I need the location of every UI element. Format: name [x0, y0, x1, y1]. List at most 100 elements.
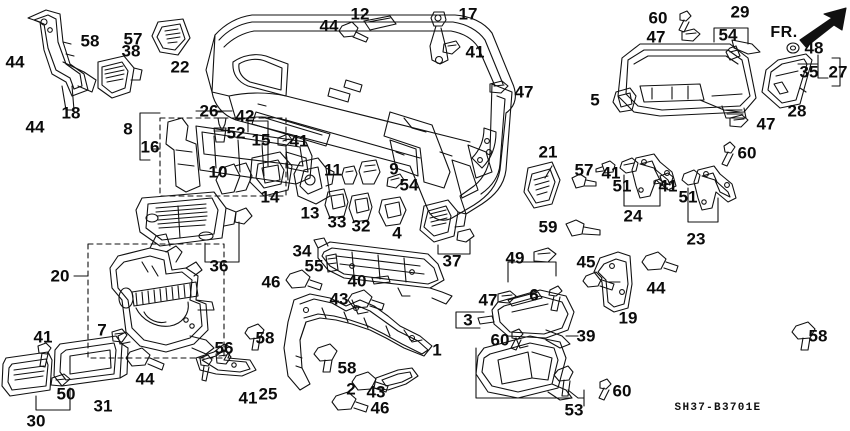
callout-number-10: 10: [208, 162, 228, 182]
part-24-bracket: [631, 153, 677, 199]
part-34-beam: [313, 237, 453, 305]
part-14-bracket: [249, 151, 293, 197]
callout-number-32: 32: [351, 216, 371, 236]
callout-number-43: 43: [366, 382, 386, 402]
callout-number-9: 9: [389, 159, 399, 179]
part-20-heater-unit: [109, 233, 215, 355]
part-57-bolt-a: [571, 173, 597, 189]
callout-number-26: 26: [199, 101, 219, 121]
diagram-code: SH37-B3701E: [674, 402, 762, 414]
part-51-nut-a: [619, 157, 639, 174]
part-58-bolt-b: [313, 343, 338, 373]
part-47-clip-c: [489, 80, 509, 94]
callout-number-37: 37: [442, 251, 462, 271]
part-60-bolt-c: [510, 328, 524, 351]
callout-number-58: 58: [808, 326, 828, 346]
part-60-bolt-a: [721, 141, 736, 167]
callout-number-58: 58: [80, 31, 100, 51]
part-23-bracket: [693, 165, 737, 211]
part-58-bolt-c: [791, 321, 816, 351]
part-19-bracket: [593, 251, 633, 313]
callout-number-16: 16: [140, 137, 160, 157]
callout-number-60: 60: [612, 381, 632, 401]
callout-number-29: 29: [730, 2, 750, 22]
callout-number-58: 58: [337, 358, 357, 378]
callout-number-5: 5: [590, 90, 600, 110]
callout-number-58: 58: [255, 328, 275, 348]
fr-direction-arrow: [799, 7, 847, 48]
part-38-vent-nozzle: [97, 55, 143, 99]
callout-number-18: 18: [61, 103, 81, 123]
callout-number-56: 56: [214, 338, 234, 358]
part-11-switch: [341, 165, 358, 185]
callout-number-17: 17: [458, 4, 478, 24]
callout-number-52: 52: [226, 123, 246, 143]
callout-number-3: 3: [463, 310, 473, 330]
callout-number-50: 50: [56, 384, 76, 404]
part-18-bracket: [27, 9, 97, 111]
callout-number-15: 15: [251, 130, 271, 150]
callout-number-33: 33: [327, 212, 347, 232]
callout-number-43: 43: [329, 289, 349, 309]
part-48-grommet: [786, 42, 800, 54]
part-54-bracket: [725, 39, 761, 61]
part-53-bolt: [553, 365, 574, 397]
part-46-bolt-b: [331, 391, 369, 413]
part-16-duct-assembly: [165, 117, 313, 195]
callout-number-25: 25: [258, 384, 278, 404]
callout-number-48: 48: [804, 38, 824, 58]
callout-number-20: 20: [50, 266, 70, 286]
callout-number-47: 47: [756, 114, 776, 134]
callout-number-41: 41: [465, 42, 485, 62]
part-60-bolt-d: [598, 378, 612, 401]
callout-number-41: 41: [658, 176, 678, 196]
callout-number-36: 36: [209, 256, 229, 276]
callout-number-47: 47: [646, 27, 666, 47]
part-47-clip-d: [497, 290, 517, 304]
callout-number-28: 28: [787, 101, 807, 121]
part-47-clip-b: [729, 114, 749, 128]
part-3-pin: [477, 315, 495, 325]
part-44-bolt-c: [641, 251, 679, 273]
callout-number-44: 44: [319, 16, 339, 36]
part-60-bolt-b: [678, 10, 692, 33]
callout-number-27: 27: [828, 62, 848, 82]
part-44-bolt-a: [338, 21, 369, 43]
part-13-switch-body: [293, 157, 335, 205]
part-39-glovebox-tray: [475, 335, 573, 401]
callout-number-40: 40: [347, 271, 367, 291]
callout-number-54: 54: [399, 175, 419, 195]
callout-number-1: 1: [432, 340, 442, 360]
callout-number-23: 23: [686, 229, 706, 249]
callout-number-47: 47: [478, 290, 498, 310]
callout-number-7: 7: [97, 320, 107, 340]
callout-number-8: 8: [123, 119, 133, 139]
callout-number-46: 46: [261, 272, 281, 292]
callout-number-53: 53: [564, 400, 584, 420]
part-54-clip-a: [386, 173, 405, 189]
callout-number-24: 24: [623, 206, 643, 226]
part-45-bolt: [582, 271, 615, 291]
callout-number-35: 35: [799, 62, 819, 82]
callout-number-34: 34: [292, 241, 312, 261]
part-21-corner-vent: [523, 161, 561, 209]
part-28-glovebox-lid: [617, 43, 757, 119]
part-25-bracket: [195, 343, 257, 377]
part-12-cover: [363, 15, 397, 31]
callout-number-51: 51: [612, 176, 632, 196]
part-41-bolt-b: [595, 160, 616, 174]
callout-number-57: 57: [574, 160, 594, 180]
part-30-panel: [1, 351, 53, 397]
callout-number-12: 12: [350, 4, 370, 24]
callout-number-2: 2: [346, 379, 356, 399]
part-7-nut: [111, 328, 128, 343]
callout-number-21: 21: [538, 142, 558, 162]
callout-number-19: 19: [618, 308, 638, 328]
part-43-bolt-a: [347, 289, 385, 311]
callout-number-45: 45: [576, 252, 596, 272]
part-51-nut-b: [681, 169, 701, 186]
part-55-clip: [325, 253, 339, 273]
callout-number-14: 14: [260, 187, 280, 207]
